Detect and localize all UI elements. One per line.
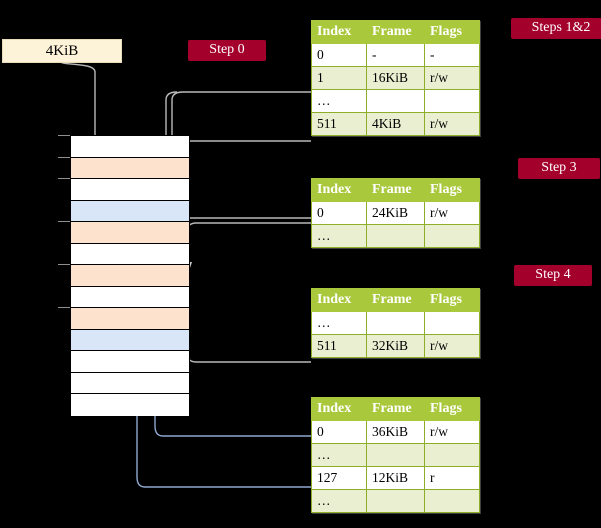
memory-tick xyxy=(58,221,70,223)
cell-flags: r/w xyxy=(424,112,480,136)
cell-frame xyxy=(366,224,425,248)
table-row[interactable]: … xyxy=(311,89,480,113)
cell-index: 0 xyxy=(311,201,367,225)
column-header-index: Index xyxy=(311,20,367,44)
table-row[interactable]: … xyxy=(311,489,480,513)
cell-index: … xyxy=(311,311,367,335)
column-header-frame: Frame xyxy=(366,397,425,421)
cell-index: … xyxy=(311,443,367,467)
cell-index: … xyxy=(311,224,367,248)
column-header-flags: Flags xyxy=(424,178,480,202)
column-header-index: Index xyxy=(311,397,367,421)
cell-index: … xyxy=(311,89,367,113)
cell-frame xyxy=(366,489,425,513)
physical-memory-column xyxy=(70,135,190,416)
cell-frame: - xyxy=(366,43,425,67)
cell-index: 0 xyxy=(311,420,367,444)
cell-frame: 36KiB xyxy=(366,420,425,444)
badge-steps-1-2: Steps 1&2 xyxy=(511,18,601,39)
memory-frame-row xyxy=(71,394,189,416)
memory-tick xyxy=(58,307,70,309)
memory-tick xyxy=(58,178,70,180)
cell-frame: 24KiB xyxy=(366,201,425,225)
memory-tick xyxy=(58,156,70,158)
cell-frame: 16KiB xyxy=(366,66,425,90)
cell-frame xyxy=(366,89,425,113)
memory-frame-row xyxy=(71,329,189,352)
cell-flags: r/w xyxy=(424,420,480,444)
cell-index: … xyxy=(311,489,367,513)
memory-frame-row xyxy=(71,286,189,309)
column-header-index: Index xyxy=(311,178,367,202)
cell-frame: 32KiB xyxy=(366,334,425,358)
table-row[interactable]: 0-- xyxy=(311,43,480,67)
cell-flags xyxy=(424,311,480,335)
cell-index: 511 xyxy=(311,112,367,136)
cell-flags: r xyxy=(424,466,480,490)
memory-frame-row xyxy=(71,136,189,158)
cell-index: 511 xyxy=(311,334,367,358)
memory-frame-row xyxy=(71,179,189,201)
cell-index: 1 xyxy=(311,66,367,90)
table-row[interactable]: … xyxy=(311,311,480,335)
cell-flags: r/w xyxy=(424,66,480,90)
column-header-frame: Frame xyxy=(366,178,425,202)
source-page-box: 4KiB xyxy=(2,39,122,63)
cell-flags: r/w xyxy=(424,201,480,225)
memory-frame-row xyxy=(71,243,189,266)
cell-index: 127 xyxy=(311,466,367,490)
table-row[interactable]: … xyxy=(311,443,480,467)
cell-flags xyxy=(424,489,480,513)
memory-frame-row xyxy=(71,157,189,180)
memory-frame-row xyxy=(71,308,189,330)
cell-frame xyxy=(366,311,425,335)
cell-frame: 12KiB xyxy=(366,466,425,490)
table-row[interactable]: … xyxy=(311,224,480,248)
badge-step-4: Step 4 xyxy=(514,265,592,286)
source-page-label: 4KiB xyxy=(45,43,79,59)
cell-flags xyxy=(424,224,480,248)
cell-index: 0 xyxy=(311,43,367,67)
memory-tick xyxy=(58,135,70,136)
cell-flags: - xyxy=(424,43,480,67)
column-header-frame: Frame xyxy=(366,20,425,44)
column-header-flags: Flags xyxy=(424,288,480,312)
cell-flags xyxy=(424,443,480,467)
memory-frame-row xyxy=(71,200,189,223)
column-header-flags: Flags xyxy=(424,397,480,421)
memory-frame-row xyxy=(71,351,189,373)
cell-frame xyxy=(366,443,425,467)
memory-frame-row xyxy=(71,222,189,244)
badge-step-0: Step 0 xyxy=(188,40,266,61)
cell-flags: r/w xyxy=(424,334,480,358)
memory-tick xyxy=(58,264,70,266)
column-header-index: Index xyxy=(311,288,367,312)
cell-flags xyxy=(424,89,480,113)
memory-frame-row xyxy=(71,265,189,287)
cell-frame: 4KiB xyxy=(366,112,425,136)
memory-frame-row xyxy=(71,372,189,395)
badge-step-3: Step 3 xyxy=(518,158,600,179)
column-header-frame: Frame xyxy=(366,288,425,312)
column-header-flags: Flags xyxy=(424,20,480,44)
